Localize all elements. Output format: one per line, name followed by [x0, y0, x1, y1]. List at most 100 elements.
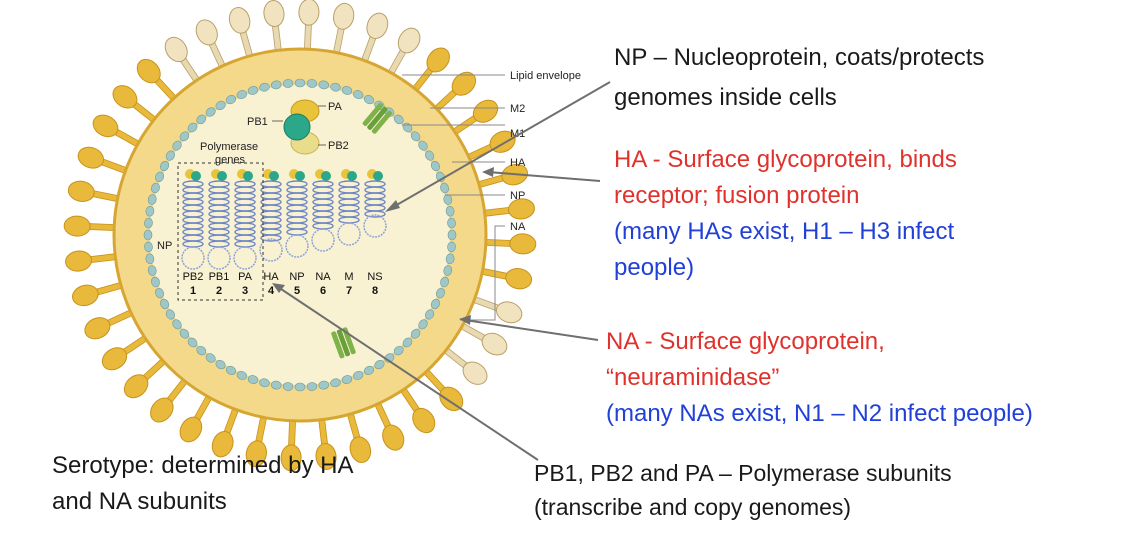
segment-number-label: 8	[372, 285, 378, 297]
shell-bead	[425, 150, 435, 161]
ha-spike	[433, 71, 477, 113]
genome-segment	[337, 169, 361, 246]
ha-spike	[374, 401, 405, 451]
shell-bead	[196, 345, 207, 356]
shell-bead	[353, 370, 364, 380]
na-spike	[442, 346, 488, 385]
na-annotation-line1: NA - Surface glycoprotein,	[606, 328, 885, 355]
shell-bead	[215, 100, 226, 110]
segment-name-label: PA	[238, 271, 253, 283]
annotation-arrows	[277, 81, 611, 461]
diagram-leader-lines	[402, 74, 505, 321]
genome-segment	[311, 169, 335, 252]
shell-bead	[447, 241, 456, 253]
arrow-heads	[272, 167, 494, 325]
shell-bead	[187, 122, 198, 133]
shell-bead	[443, 265, 453, 276]
polymerase-genes-box	[177, 162, 264, 301]
ha-spike	[484, 233, 537, 255]
na-spike	[195, 19, 226, 69]
ha-spike	[77, 146, 129, 175]
shell-bead	[144, 241, 153, 253]
m2-channel	[331, 327, 356, 359]
shell-bead	[353, 90, 364, 100]
np-annotation-line1: NP – Nucleoprotein, coats/protects	[614, 44, 985, 71]
shell-bead	[205, 353, 216, 363]
segment-name-label: NS	[367, 271, 382, 283]
serotype-line2: and NA subunits	[52, 488, 227, 515]
segment-name-label: M	[344, 271, 353, 283]
shell-bead	[247, 86, 259, 95]
segment-number-label: 7	[346, 285, 352, 297]
shell-bead	[440, 276, 449, 288]
na-annotation-line3: (many NAs exist, N1 – N2 infect people)	[606, 400, 1033, 427]
ha-spike	[411, 47, 450, 93]
shell-bead	[172, 140, 182, 151]
ha-spike	[72, 281, 124, 307]
ha-spike	[67, 180, 120, 203]
na-spike	[263, 0, 285, 53]
segment-name-label: NA	[315, 271, 331, 283]
pb-annotation-line2: (transcribe and copy genomes)	[534, 494, 852, 520]
shell-bead	[306, 79, 318, 88]
shell-bead	[155, 171, 165, 182]
serotype-line1: Serotype: determined by HA	[52, 452, 354, 479]
shell-bead	[341, 375, 353, 384]
shell-bead	[393, 345, 404, 356]
lipid-envelope-label: Lipid envelope	[510, 70, 581, 82]
segment-name-label: NP	[289, 271, 304, 283]
shell-bead	[341, 86, 353, 95]
ha-spike	[399, 386, 436, 434]
ha-spike	[451, 99, 499, 136]
shell-bead	[318, 80, 330, 90]
m2-label: M2	[510, 103, 525, 115]
shell-bead	[143, 229, 153, 241]
shell-bead	[425, 309, 435, 320]
shell-bead	[147, 194, 157, 205]
np-label: NP	[510, 190, 525, 202]
ha-annotation-line2: receptor; fusion protein	[614, 182, 860, 209]
polymerase-genes-label-2: genes	[215, 154, 245, 166]
segment-number-label: 1	[190, 285, 196, 297]
np-left-label: NP	[157, 240, 172, 252]
segment-name-label: PB2	[183, 271, 204, 283]
segment-number-label: 5	[294, 285, 300, 297]
segment-number-label: 3	[242, 285, 248, 297]
m2-channel	[362, 102, 393, 134]
shell-bead	[363, 365, 375, 375]
na-spike	[387, 27, 421, 76]
shell-bead	[151, 276, 160, 288]
ha-spike	[65, 250, 118, 272]
shell-bead	[294, 78, 306, 88]
ha-label: HA	[510, 157, 526, 169]
shell-bead	[410, 328, 421, 339]
shell-bead	[187, 337, 198, 348]
na-spike	[298, 0, 320, 51]
polymerase-genes-label-1: Polymerase	[200, 141, 258, 153]
na-spike	[360, 12, 389, 64]
ha-spike	[63, 215, 116, 237]
ha-spike	[280, 419, 302, 472]
shell-bead	[225, 365, 237, 375]
shell-bead	[440, 182, 449, 194]
shell-bead	[402, 337, 413, 348]
shell-bead	[318, 380, 330, 390]
shell-bead	[393, 114, 404, 125]
shell-bead	[160, 160, 170, 172]
shell-bead	[435, 288, 445, 299]
shell-bead	[236, 90, 247, 100]
segment-name-label: HA	[263, 271, 279, 283]
ha-annotation-line4: people)	[614, 254, 695, 281]
shell-bead	[418, 140, 428, 151]
shell-bead	[418, 319, 428, 330]
shell-bead	[144, 217, 153, 229]
segment-name-label: PB1	[209, 271, 230, 283]
np-annotation-line2: genomes inside cells	[614, 84, 837, 111]
ha-spike	[480, 267, 533, 290]
ha-spike	[346, 411, 372, 463]
segment-number-label: 6	[320, 285, 326, 297]
shell-bead	[430, 298, 440, 310]
shell-bead	[165, 309, 175, 320]
